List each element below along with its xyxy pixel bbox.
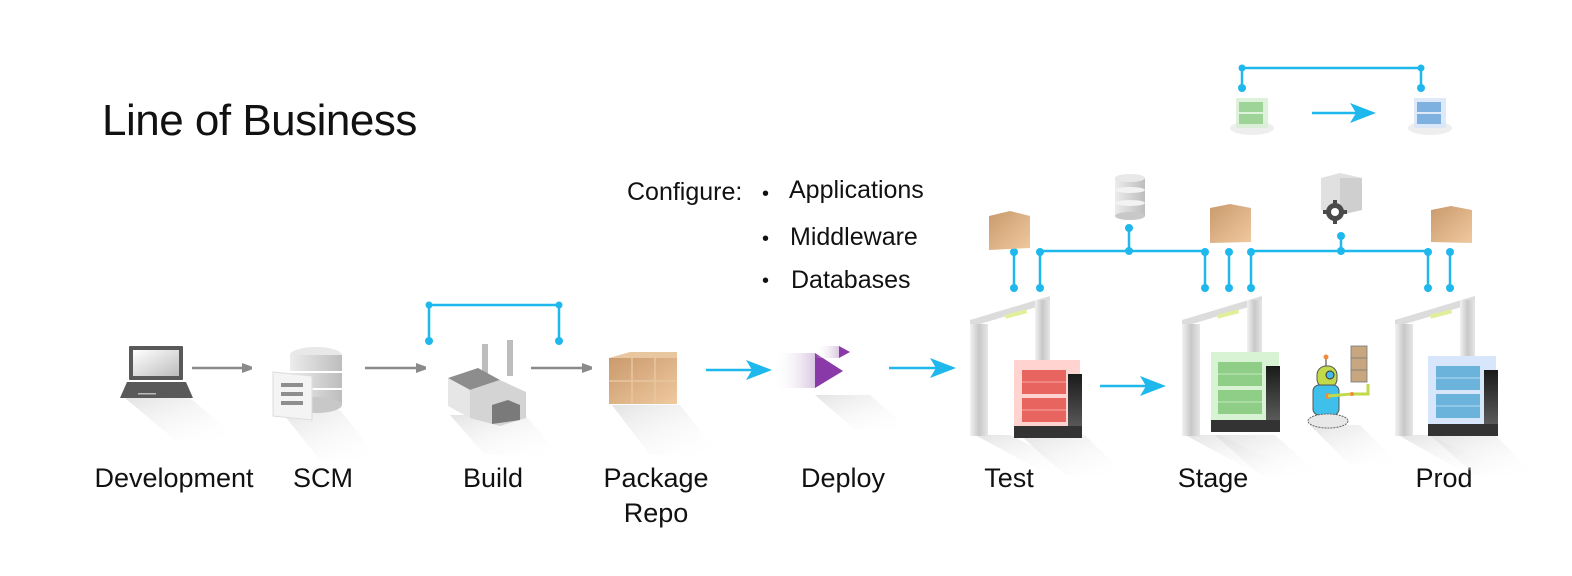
factory-icon <box>448 340 526 426</box>
label-build: Build <box>462 463 524 493</box>
label-test: Test <box>984 463 1034 493</box>
database-icon <box>1115 174 1145 220</box>
server-gate-stage <box>1182 296 1280 436</box>
arrow-top-green-to-blue <box>1350 103 1376 123</box>
deploy-arrow-icon <box>773 346 850 388</box>
arrow-test-to-stage <box>1140 376 1166 396</box>
gear-cube-icon <box>1321 173 1362 224</box>
bullet: • <box>762 228 770 250</box>
package-box-icon <box>1431 206 1472 243</box>
arrow-deploy-to-test <box>930 358 956 378</box>
shadows <box>125 395 1535 475</box>
blue-connectors <box>425 64 1454 396</box>
configure-item-middleware: Middleware <box>790 223 918 251</box>
bullet: • <box>762 270 770 292</box>
boxes-icon <box>609 352 677 404</box>
arrow-repo-to-deploy <box>746 360 772 380</box>
server-gate-prod <box>1395 296 1498 436</box>
page-title: Line of Business <box>102 96 417 145</box>
laptop-icon <box>120 346 193 398</box>
configure-label: Configure: <box>627 178 743 206</box>
label-stage: Stage <box>1177 463 1249 493</box>
server-gate-test <box>970 296 1082 438</box>
label-deploy: Deploy <box>800 463 886 493</box>
mini-server-blue-icon <box>1408 98 1452 135</box>
database-document-icon <box>272 347 342 421</box>
robot-icon <box>1307 345 1370 429</box>
mini-server-green-icon <box>1230 98 1274 135</box>
label-repo: Repo <box>623 498 689 528</box>
label-scm: SCM <box>293 463 353 493</box>
configure-item-databases: Databases <box>791 266 911 294</box>
label-package: Package <box>603 463 709 493</box>
label-development: Development <box>94 463 254 493</box>
package-box-icon <box>989 211 1030 250</box>
package-box-icon <box>1210 204 1251 243</box>
configure-item-applications: Applications <box>789 176 924 204</box>
bullet: • <box>762 183 770 205</box>
